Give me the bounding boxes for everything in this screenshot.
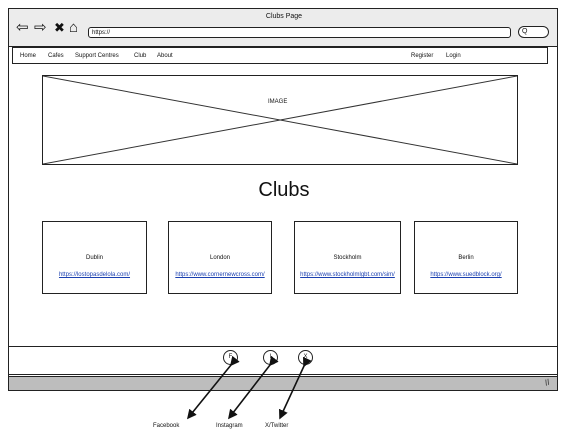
nav-club[interactable]: Club — [134, 53, 147, 59]
club-card-stockholm — [294, 221, 401, 294]
back-arrow-icon[interactable]: ⇦ — [16, 19, 29, 36]
nav-support-centres[interactable]: Support Centres — [75, 53, 119, 59]
search-field[interactable] — [518, 26, 549, 38]
club-name: Dublin — [85, 255, 103, 261]
placeholder-cross-icon — [43, 76, 517, 164]
browser-window — [8, 8, 558, 391]
annotation-facebook: Facebook — [153, 423, 180, 429]
home-icon[interactable]: ⌂ — [69, 19, 79, 36]
x-twitter-arrow — [278, 356, 312, 420]
address-bar[interactable]: https:// — [88, 27, 511, 38]
nav-register[interactable]: Register — [411, 53, 434, 59]
site-navbar — [12, 47, 548, 64]
club-name: Stockholm — [333, 255, 362, 261]
window-title: Clubs Page — [265, 13, 303, 20]
nav-about[interactable]: About — [157, 53, 173, 59]
nav-login[interactable]: Login — [446, 53, 461, 59]
club-link[interactable]: https://www.cornernewcross.com/ — [175, 272, 265, 278]
club-link[interactable]: https://www.stockholmlgbt.com/sim/ — [300, 272, 395, 278]
club-card-berlin — [414, 221, 518, 294]
annotation-x-twitter: X/Twitter — [265, 423, 289, 429]
club-card-dublin — [42, 221, 147, 294]
hero-image-placeholder — [42, 75, 518, 165]
club-card-london — [168, 221, 272, 294]
close-icon[interactable]: ✖ — [54, 20, 65, 35]
search-icon: Q — [522, 28, 528, 35]
forward-arrow-icon[interactable]: ⇨ — [34, 19, 47, 36]
facebook-arrow — [186, 355, 240, 420]
nav-home[interactable]: Home — [20, 53, 37, 59]
page-heading: Clubs — [258, 179, 310, 201]
hero-image-label: IMAGE — [268, 99, 288, 105]
club-name: Berlin — [458, 255, 474, 261]
club-link[interactable]: https://www.suedblock.org/ — [430, 272, 502, 278]
club-link[interactable]: https://lostopasdelola.com/ — [58, 272, 131, 278]
instagram-arrow — [228, 355, 279, 420]
nav-cafes[interactable]: Cafes — [48, 53, 64, 59]
club-name: London — [209, 255, 231, 261]
annotation-instagram: Instagram — [216, 423, 243, 429]
